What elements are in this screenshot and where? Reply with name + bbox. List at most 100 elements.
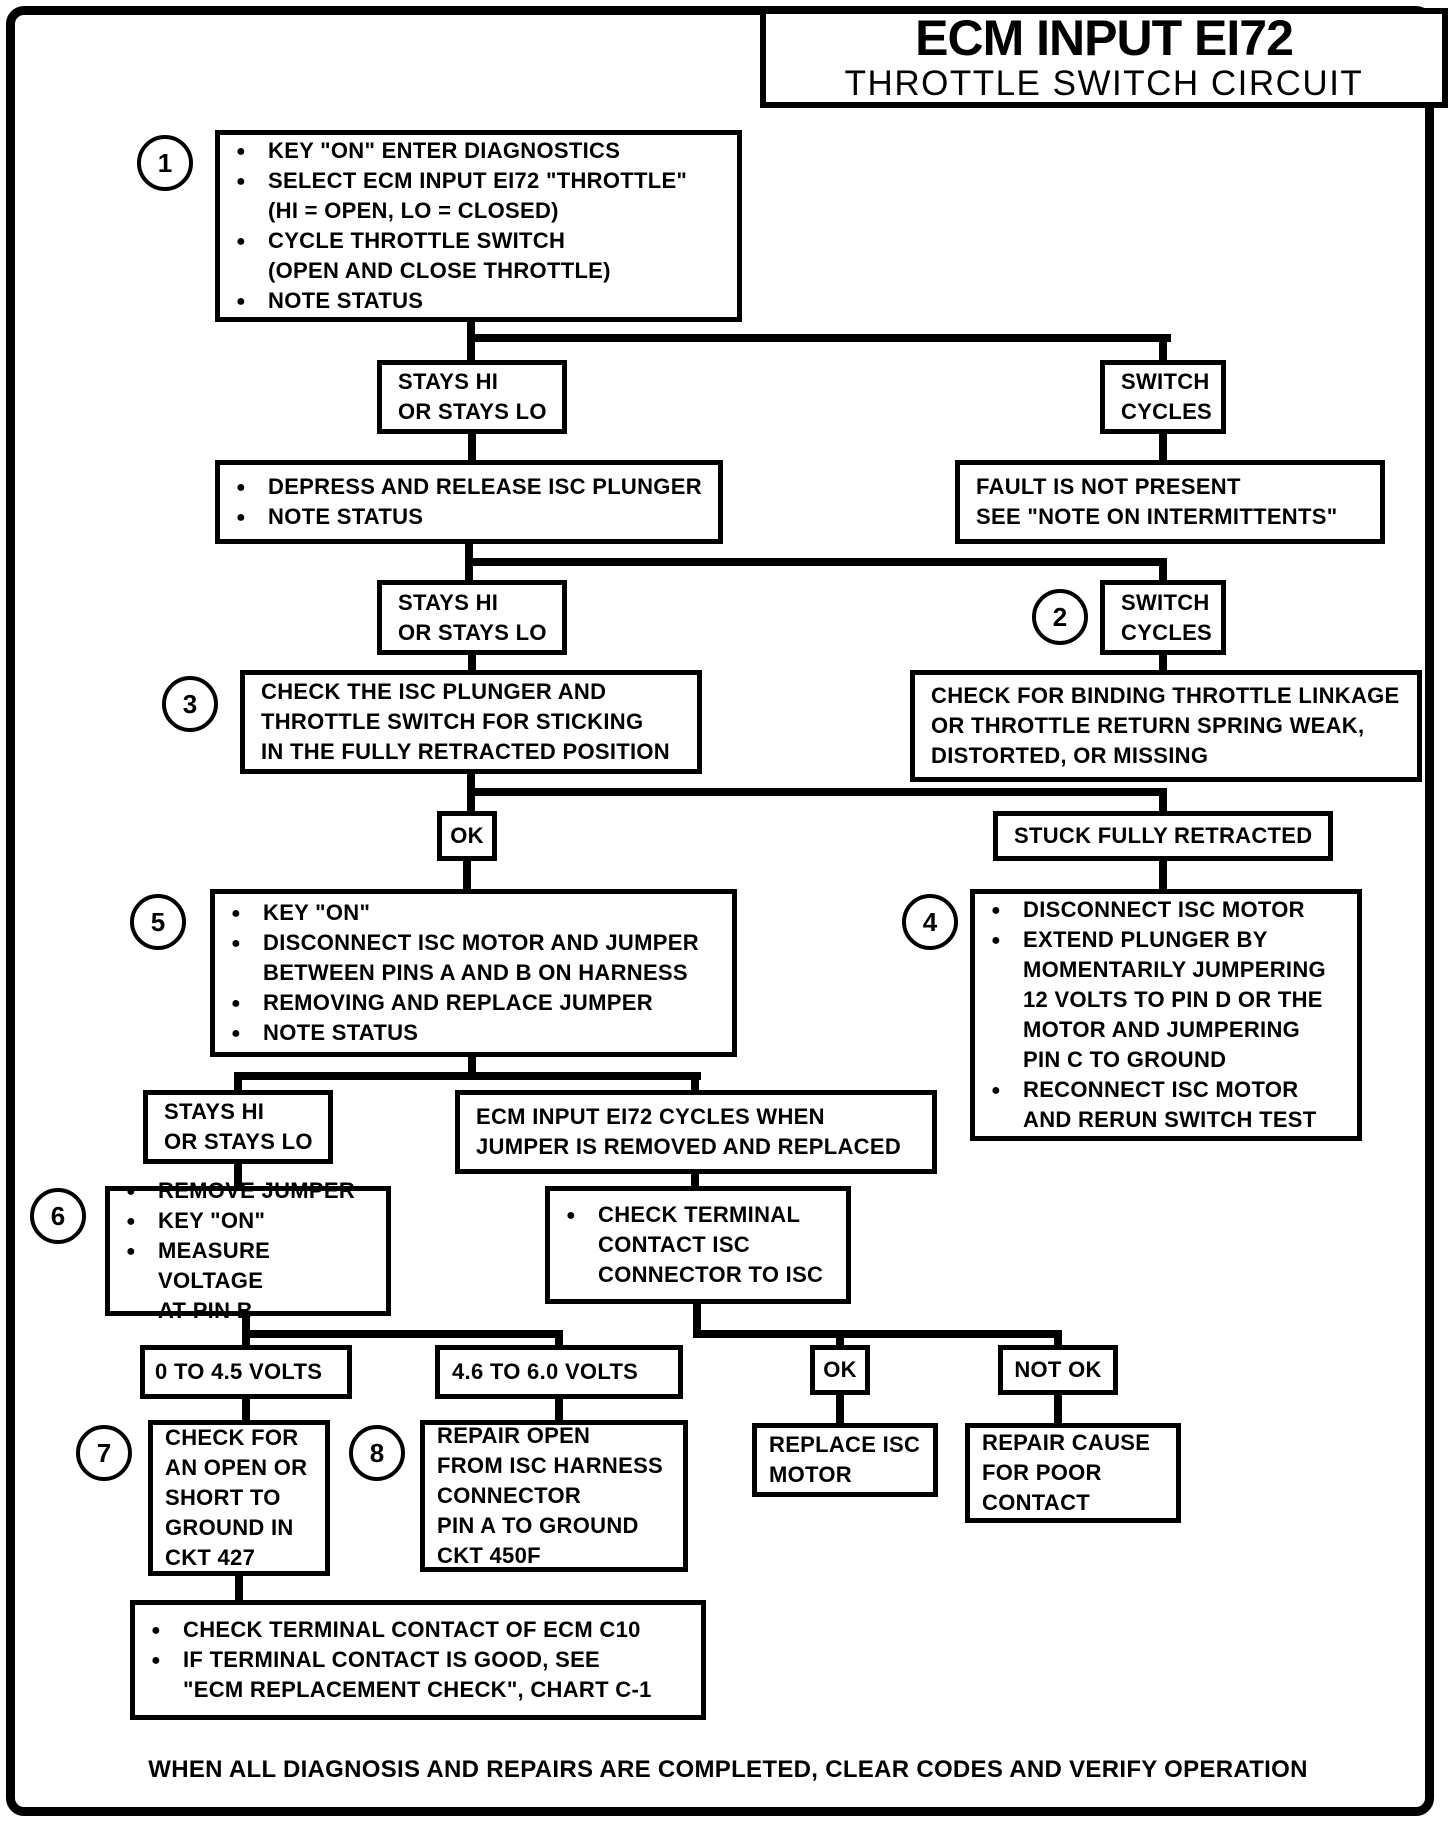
- result-line: STAYS HI: [398, 369, 499, 394]
- instruction-line: RECONNECT ISC MOTOR: [987, 1075, 1347, 1106]
- step-1-box: KEY "ON" ENTER DIAGNOSTICS SELECT ECM IN…: [215, 130, 742, 322]
- instruction-line: CKT 450F: [437, 1543, 541, 1568]
- ok-box-2: OK: [810, 1345, 870, 1395]
- switch-cycles-box-1: SWITCH CYCLES: [1100, 360, 1226, 434]
- instruction-line: 12 VOLTS TO PIN D OR THE: [1023, 987, 1323, 1012]
- instruction-line: MEASURE VOLTAGE: [122, 1236, 376, 1296]
- connector-line: [693, 1330, 1062, 1338]
- connector-line: [691, 1080, 699, 1090]
- stays-hi-box-3: STAYS HI OR STAYS LO: [143, 1090, 333, 1164]
- instruction-line: CHECK TERMINAL: [562, 1200, 836, 1231]
- result-line: OR STAYS LO: [164, 1129, 313, 1154]
- step-circle-1: 1: [137, 135, 193, 191]
- instruction-line: SHORT TO: [165, 1485, 281, 1510]
- instruction-line: AN OPEN OR: [165, 1455, 308, 1480]
- switch-cycles-box-2: SWITCH CYCLES: [1100, 580, 1226, 655]
- result-line: SEE "NOTE ON INTERMITTENTS": [976, 504, 1338, 529]
- instruction-line: CHECK FOR BINDING THROTTLE LINKAGE: [931, 683, 1400, 708]
- instruction-line: CHECK THE ISC PLUNGER AND: [261, 679, 607, 704]
- check-binding-box: CHECK FOR BINDING THROTTLE LINKAGE OR TH…: [910, 670, 1422, 782]
- instruction-line: NOTE STATUS: [232, 502, 708, 533]
- result-line: OK: [450, 823, 484, 848]
- instruction-line: REPAIR CAUSE: [982, 1430, 1151, 1455]
- step-circle-3: 3: [162, 676, 218, 732]
- result-line: SWITCH: [1121, 589, 1210, 615]
- instruction-line: CONTACT: [982, 1490, 1091, 1515]
- connector-line: [691, 1174, 699, 1186]
- connector-line: [1159, 788, 1167, 811]
- step-3-box: CHECK THE ISC PLUNGER AND THROTTLE SWITC…: [240, 670, 702, 774]
- instruction-line: PIN A TO GROUND: [437, 1513, 639, 1538]
- instruction-line: CONTACT ISC: [598, 1232, 750, 1257]
- connector-line: [1159, 861, 1167, 889]
- instruction-line: NOTE STATUS: [227, 1018, 722, 1049]
- instruction-line: PIN C TO GROUND: [1023, 1047, 1227, 1072]
- ok-box-1: OK: [437, 811, 497, 861]
- step-circle-6: 6: [30, 1188, 86, 1244]
- result-line: JUMPER IS REMOVED AND REPLACED: [476, 1134, 902, 1159]
- result-line: 0 TO 4.5 VOLTS: [155, 1359, 323, 1384]
- instruction-line: CONNECTOR: [437, 1483, 582, 1508]
- connector-line: [836, 1338, 844, 1345]
- instruction-line: CYCLE THROTTLE SWITCH: [232, 226, 727, 257]
- connector-line: [836, 1395, 844, 1423]
- instruction-line: "ECM REPLACEMENT CHECK", CHART C-1: [183, 1677, 652, 1702]
- step-circle-4: 4: [902, 894, 958, 950]
- connector-line: [468, 655, 476, 670]
- chart-subtitle: THROTTLE SWITCH CIRCUIT: [844, 64, 1364, 103]
- instruction-line: DISTORTED, OR MISSING: [931, 743, 1209, 768]
- connector-line: [242, 1316, 250, 1338]
- instruction-line: IN THE FULLY RETRACTED POSITION: [261, 739, 670, 764]
- instruction-line: DEPRESS AND RELEASE ISC PLUNGER: [232, 472, 708, 503]
- connector-line: [242, 1330, 563, 1338]
- step-6-box: REMOVE JUMPER KEY "ON" MEASURE VOLTAGE A…: [105, 1177, 391, 1323]
- connector-line: [1054, 1338, 1062, 1345]
- step-circle-2: 2: [1032, 589, 1088, 645]
- instruction-line: EXTEND PLUNGER BY: [987, 925, 1347, 956]
- step-8-box: REPAIR OPEN FROM ISC HARNESS CONNECTOR P…: [420, 1420, 688, 1572]
- result-line: ECM INPUT EI72 CYCLES WHEN: [476, 1104, 825, 1129]
- step-circle-8: 8: [349, 1425, 405, 1481]
- instruction-line: GROUND IN: [165, 1515, 294, 1540]
- connector-line: [468, 1057, 476, 1080]
- connector-line: [555, 1399, 563, 1420]
- instruction-line: MOTOR AND JUMPERING: [1023, 1017, 1301, 1042]
- result-line: NOT OK: [1014, 1357, 1102, 1382]
- stays-hi-box-1: STAYS HI OR STAYS LO: [377, 360, 567, 434]
- instruction-line: REPAIR OPEN: [437, 1423, 591, 1448]
- depress-plunger-box: DEPRESS AND RELEASE ISC PLUNGER NOTE STA…: [215, 460, 723, 544]
- instruction-line: CKT 427: [165, 1545, 256, 1570]
- connector-line: [468, 434, 476, 460]
- step-5-box: KEY "ON" DISCONNECT ISC MOTOR AND JUMPER…: [210, 889, 737, 1057]
- step-circle-5: 5: [130, 894, 186, 950]
- repair-cause-box: REPAIR CAUSE FOR POOR CONTACT: [965, 1423, 1181, 1523]
- result-line: OK: [823, 1357, 857, 1382]
- instruction-line: (OPEN AND CLOSE THROTTLE): [268, 258, 611, 283]
- instruction-line: CHECK FOR: [165, 1425, 299, 1450]
- volts-46-60-box: 4.6 TO 6.0 VOLTS: [435, 1345, 683, 1399]
- connector-line: [1159, 655, 1167, 670]
- result-line: OR STAYS LO: [398, 619, 547, 645]
- connector-line: [1159, 558, 1167, 580]
- connector-line: [465, 558, 1167, 566]
- instruction-line: MOMENTARILY JUMPERING: [1023, 957, 1326, 982]
- result-line: FAULT IS NOT PRESENT: [976, 474, 1241, 499]
- result-line: STAYS HI: [164, 1099, 265, 1124]
- result-line: 4.6 TO 6.0 VOLTS: [452, 1359, 639, 1384]
- connector-line: [1054, 1395, 1062, 1423]
- connector-line: [1159, 334, 1167, 360]
- instruction-line: KEY "ON": [122, 1206, 376, 1237]
- connector-line: [235, 1576, 243, 1600]
- instruction-line: KEY "ON": [227, 898, 722, 929]
- connector-line: [234, 1164, 242, 1186]
- instruction-line: NOTE STATUS: [232, 286, 727, 317]
- instruction-line: AND RERUN SWITCH TEST: [1023, 1107, 1317, 1132]
- connector-line: [467, 788, 1167, 796]
- result-line: CYCLES: [1121, 399, 1213, 424]
- stays-hi-box-2: STAYS HI OR STAYS LO: [377, 580, 567, 655]
- instruction-line: THROTTLE SWITCH FOR STICKING: [261, 709, 644, 734]
- connector-line: [463, 861, 471, 889]
- instruction-line: DISCONNECT ISC MOTOR AND JUMPER: [227, 928, 722, 959]
- chart-title-box: ECM INPUT EI72 THROTTLE SWITCH CIRCUIT: [760, 8, 1448, 108]
- connector-line: [242, 1338, 250, 1345]
